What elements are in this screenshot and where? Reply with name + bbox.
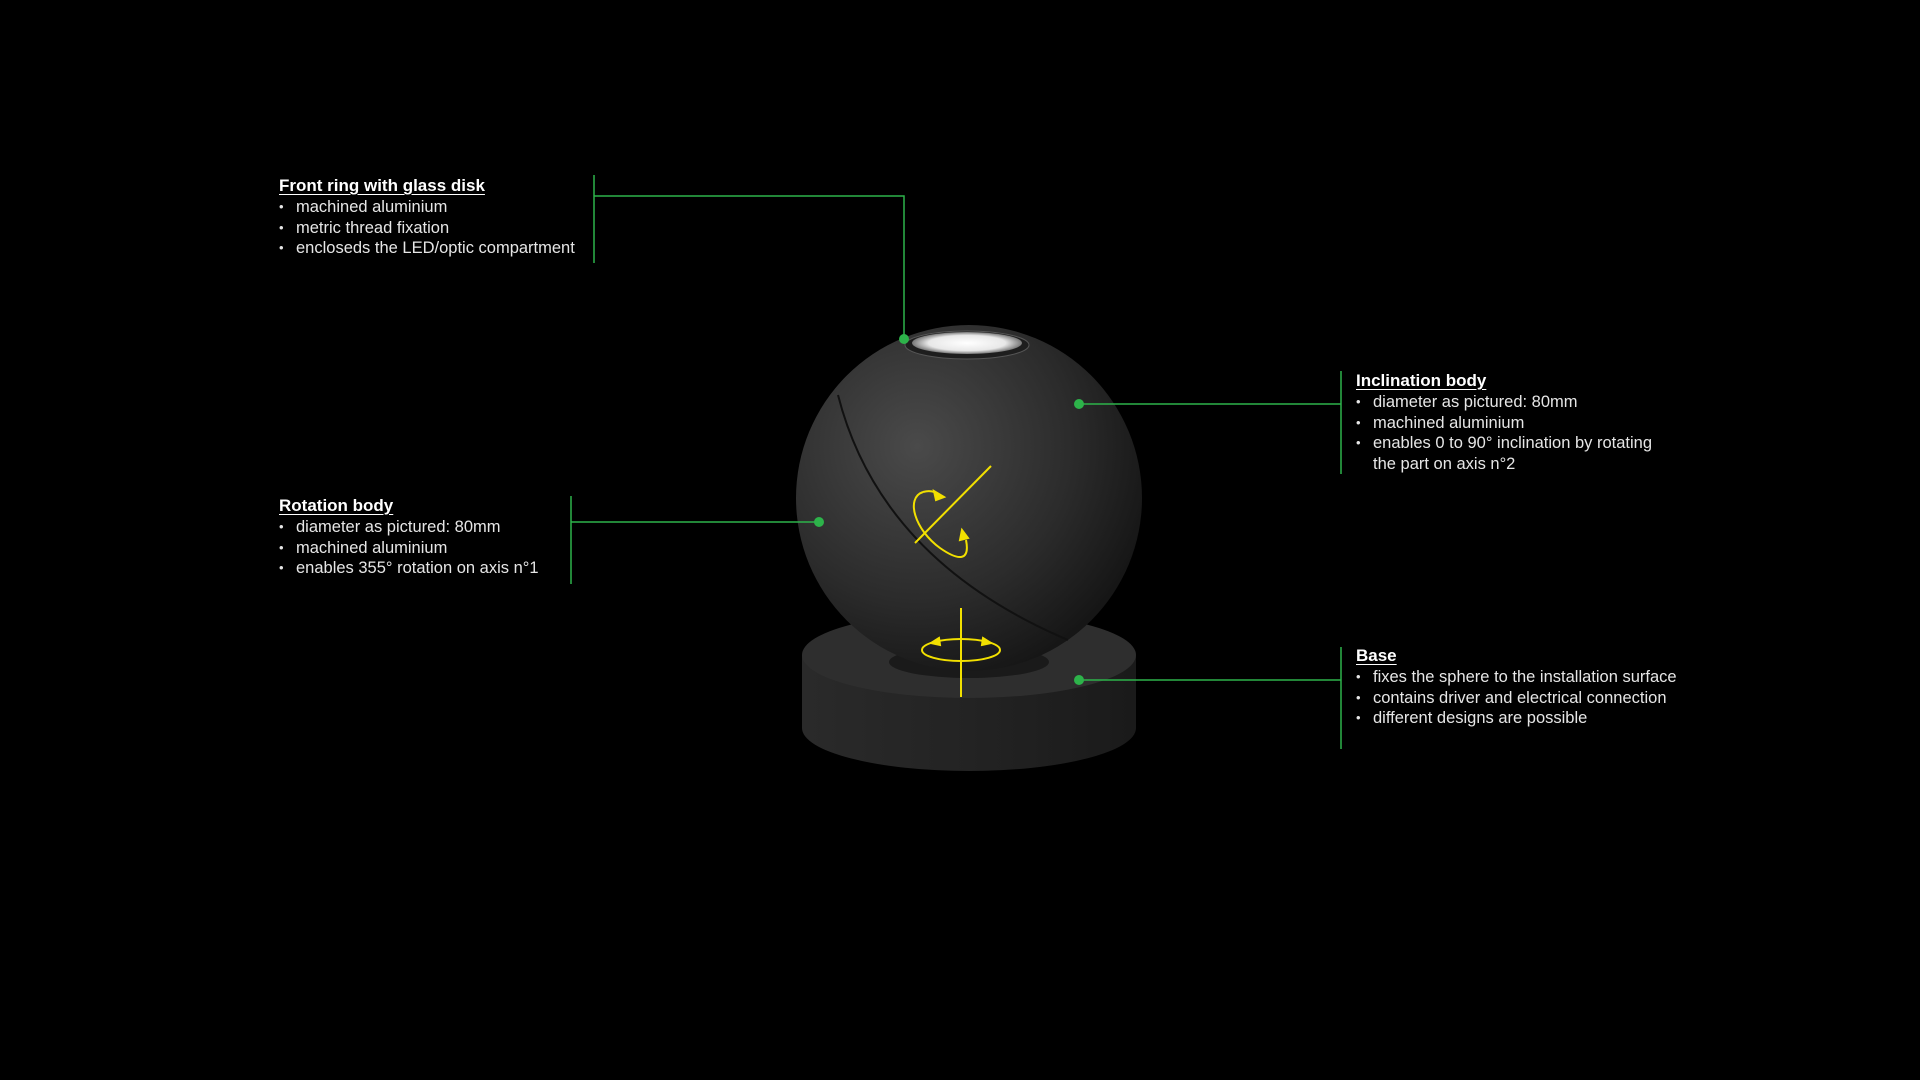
base-annotation: Base fixes the sphere to the installatio… bbox=[1356, 646, 1677, 729]
annotation-title: Inclination body bbox=[1356, 371, 1487, 390]
inclination-body-annotation: Inclination body diameter as pictured: 8… bbox=[1356, 371, 1652, 474]
axis-1-symbol bbox=[921, 608, 1001, 697]
front-ring-annotation: Front ring with glass disk machined alum… bbox=[279, 176, 575, 259]
annotation-item-continuation: the part on axis n°2 bbox=[1373, 454, 1516, 473]
annotation-item: encloseds the LED/optic compartment bbox=[279, 238, 575, 259]
annotation-item: diameter as pictured: 80mm bbox=[1356, 392, 1652, 413]
sphere-part bbox=[796, 325, 1142, 671]
annotation-item: machined aluminium bbox=[279, 197, 575, 218]
annotation-item: enables 0 to 90° inclination by rotating bbox=[1356, 433, 1652, 454]
annotation-item: contains driver and electrical connectio… bbox=[1356, 688, 1677, 709]
annotation-item: machined aluminium bbox=[1356, 413, 1652, 434]
annotation-item: metric thread fixation bbox=[279, 218, 575, 239]
glass-disk bbox=[912, 332, 1022, 354]
annotation-item: machined aluminium bbox=[279, 538, 539, 559]
leader-lines bbox=[570, 175, 1342, 749]
inclination-body-marker bbox=[1074, 399, 1084, 409]
rotation-body-annotation: Rotation body diameter as pictured: 80mm… bbox=[279, 496, 539, 579]
annotation-title: Rotation body bbox=[279, 496, 394, 515]
base-marker bbox=[1074, 675, 1084, 685]
rotation-body-marker bbox=[814, 517, 824, 527]
annotation-item: fixes the sphere to the installation sur… bbox=[1356, 667, 1677, 688]
front-ring-marker bbox=[899, 334, 909, 344]
axis-2-symbol bbox=[913, 465, 992, 558]
annotation-title: Front ring with glass disk bbox=[279, 176, 485, 195]
annotation-title: Base bbox=[1356, 646, 1397, 665]
annotation-item: enables 355° rotation on axis n°1 bbox=[279, 558, 539, 579]
annotation-item: diameter as pictured: 80mm bbox=[279, 517, 539, 538]
annotation-item: different designs are possible bbox=[1356, 708, 1677, 729]
